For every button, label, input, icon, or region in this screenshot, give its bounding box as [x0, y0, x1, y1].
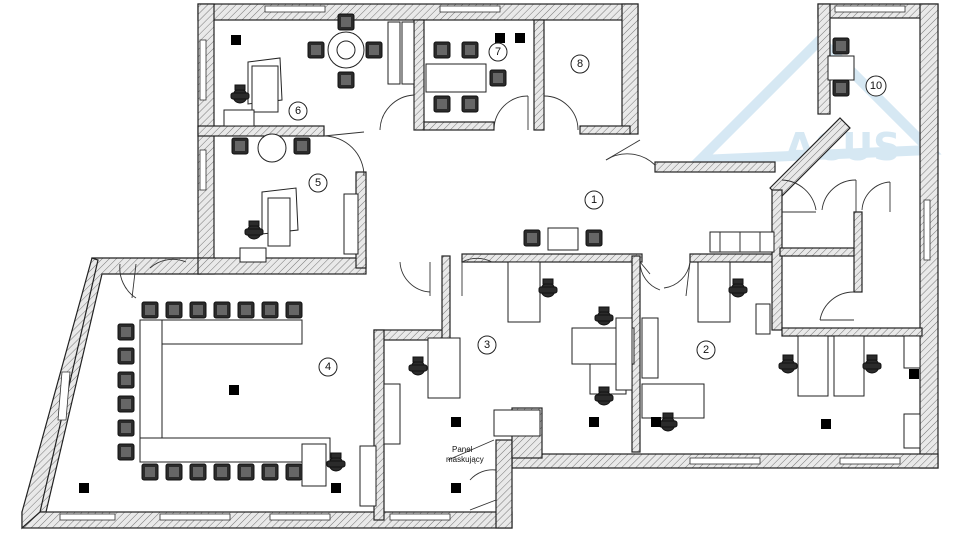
room-6-furniture — [223, 13, 415, 127]
room-number-10: 10 — [865, 75, 887, 97]
room-number-8: 8 — [570, 54, 590, 74]
doors — [119, 94, 891, 511]
annotation-line-2: maskujący — [446, 455, 484, 464]
room-number-text: 6 — [295, 105, 301, 117]
room-number-3: 3 — [477, 335, 497, 355]
room-7-furniture — [425, 41, 507, 113]
room-10-furniture — [827, 37, 855, 97]
room-number-1: 1 — [584, 190, 604, 210]
corridor-furniture — [523, 227, 775, 253]
annotation-line-1: Panel — [452, 445, 473, 454]
windows — [57, 5, 931, 521]
room-4-furniture — [117, 301, 346, 487]
room-number-text: 10 — [870, 80, 882, 92]
room-number-text: 8 — [577, 58, 583, 70]
room-number-text: 2 — [703, 344, 709, 356]
room-2-furniture — [641, 261, 921, 449]
room-5-furniture — [231, 133, 359, 263]
room-number-text: 3 — [484, 339, 490, 351]
room-number-6: 6 — [288, 101, 308, 121]
room-number-5: 5 — [308, 173, 328, 193]
panel-annotation: Panel maskujący — [446, 439, 495, 464]
room-number-7: 7 — [488, 42, 508, 62]
room-number-text: 5 — [315, 177, 321, 189]
walls — [21, 3, 939, 530]
room-number-text: 4 — [325, 361, 331, 373]
room-number-text: 7 — [495, 46, 501, 58]
room-3-furniture — [359, 261, 635, 507]
room-number-text: 1 — [591, 194, 597, 206]
room-number-2: 2 — [696, 340, 716, 360]
room-number-4: 4 — [318, 357, 338, 377]
